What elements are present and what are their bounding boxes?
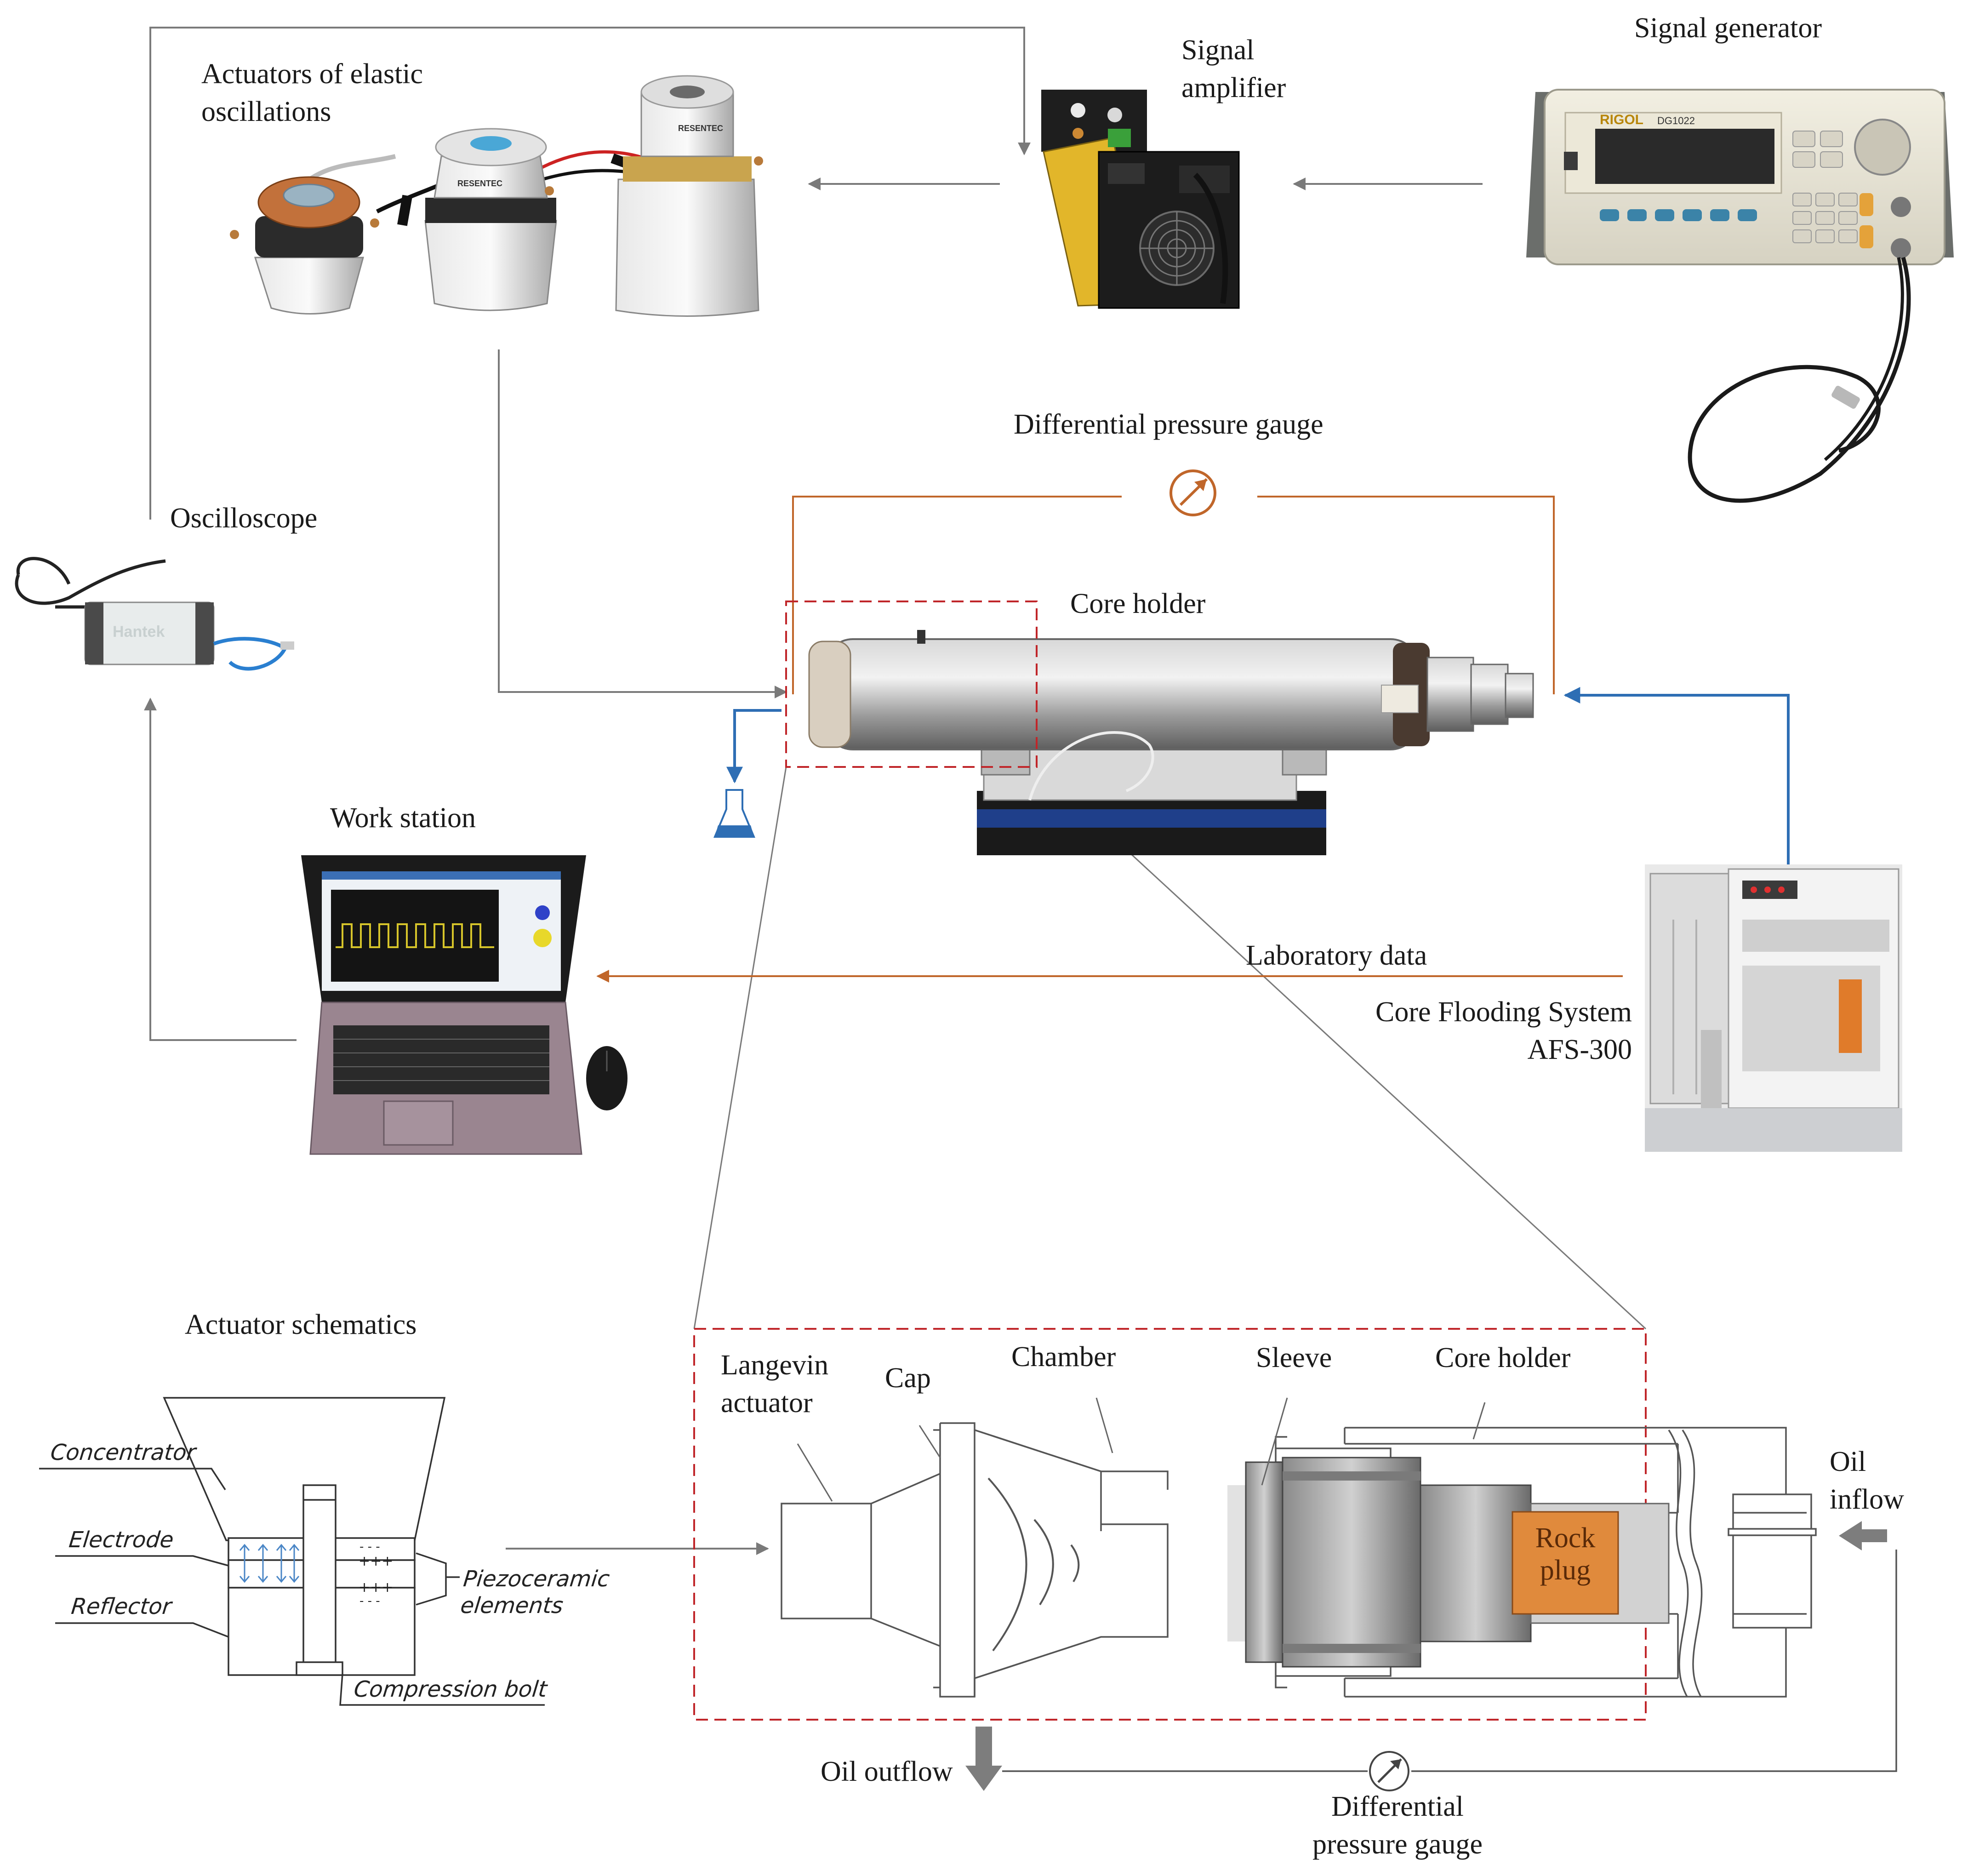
label-actuators: Actuators of elastic oscillations [201,58,423,127]
label-differential-pressure-gauge-top: Differential pressure gauge [1014,409,1323,440]
line-outflow [726,709,781,784]
langevin-actuator-shape [781,1503,872,1619]
label-oscilloscope: Oscilloscope [170,503,318,534]
signal-lines [144,27,1647,1555]
collection-flask [713,789,755,838]
resentec-label-b: RESENTEC [457,179,502,188]
label-langevin-actuator: Langevin actuator [721,1350,829,1418]
label-cap: Cap [885,1362,931,1394]
core-holder-shape [1345,1427,1787,1698]
line-workstation-to-oscilloscope [144,698,297,1041]
label-piezoceramic-elements: Piezoceramic elements [459,1566,611,1619]
label-electrode: Electrode [68,1527,175,1553]
label-laboratory-data: Laboratory data [1246,940,1427,971]
line-pressure-left [792,496,1122,694]
label-concentrator: Concentrator [49,1440,197,1465]
minus-marks-2: - - - [359,1594,380,1608]
rigol-brand-text: RIGOL [1600,112,1643,127]
label-actuator-schematics: Actuator schematics [185,1309,417,1340]
label-core-holder: Core holder [1070,588,1206,619]
oil-inflow-arrow [1839,1521,1887,1550]
flow-lines [726,687,1790,864]
line-pressure-right [1257,496,1555,694]
actuators-device: RESENTEC RESENTEC [230,75,763,317]
label-sleeve: Sleeve [1256,1342,1332,1373]
gauge-icon-bottom [1369,1751,1409,1791]
rigol-model-text: DG1022 [1657,115,1695,126]
core-holder-device [808,630,1534,855]
minus-marks-1: - - - [359,1540,380,1554]
actuator-schematic [39,1397,545,1706]
label-chamber: Chamber [1011,1341,1116,1373]
zoom-box-top [785,601,1038,768]
bottom-pressure-line [1002,1550,1897,1772]
rock-plug-shape [1512,1511,1619,1615]
oil-outflow-arrow [965,1727,1002,1791]
resentec-label-e: RESENTEC [678,124,723,133]
label-core-flooding-system: Core Flooding System AFS-300 [1375,996,1632,1065]
hantek-label: Hantek [113,623,165,641]
label-compression-bolt: Compression bolt [353,1676,548,1702]
plus-marks-2: +++ [359,1579,393,1596]
line-oscilloscope-to-amplifier [149,27,1031,520]
detail-leader-lines [797,1397,1486,1502]
oscilloscope-device: Hantek [15,557,294,671]
signal-generator-device: RIGOL DG1022 [1526,89,1954,503]
label-core-holder-detail: Core holder [1435,1342,1571,1373]
label-reflector: Reflector [70,1594,173,1619]
compression-bolt [302,1484,337,1675]
label-signal-generator: Signal generator [1634,12,1822,44]
pressure-lines [596,496,1623,983]
zoom-line-right [1036,766,1647,1330]
label-signal-amplifier: Signal amplifier [1181,34,1286,103]
label-work-station: Work station [330,802,476,834]
core-flooding-system-device [1645,864,1902,1152]
line-inflow [1563,687,1790,864]
zoom-line-left [693,766,787,1329]
label-oil-inflow: Oil inflow [1830,1446,1904,1515]
label-differential-pressure-gauge-bottom: Differential pressure gauge [1312,1791,1483,1860]
work-station-device [301,855,627,1155]
plus-marks-1: +++ [359,1553,393,1569]
line-actuators-to-coreholder [498,349,787,698]
label-rock-plug: Rock plug [1535,1522,1596,1586]
gauge-icon [1169,469,1216,516]
signal-amplifier-device [1041,90,1240,309]
label-oil-outflow: Oil outflow [821,1756,953,1787]
